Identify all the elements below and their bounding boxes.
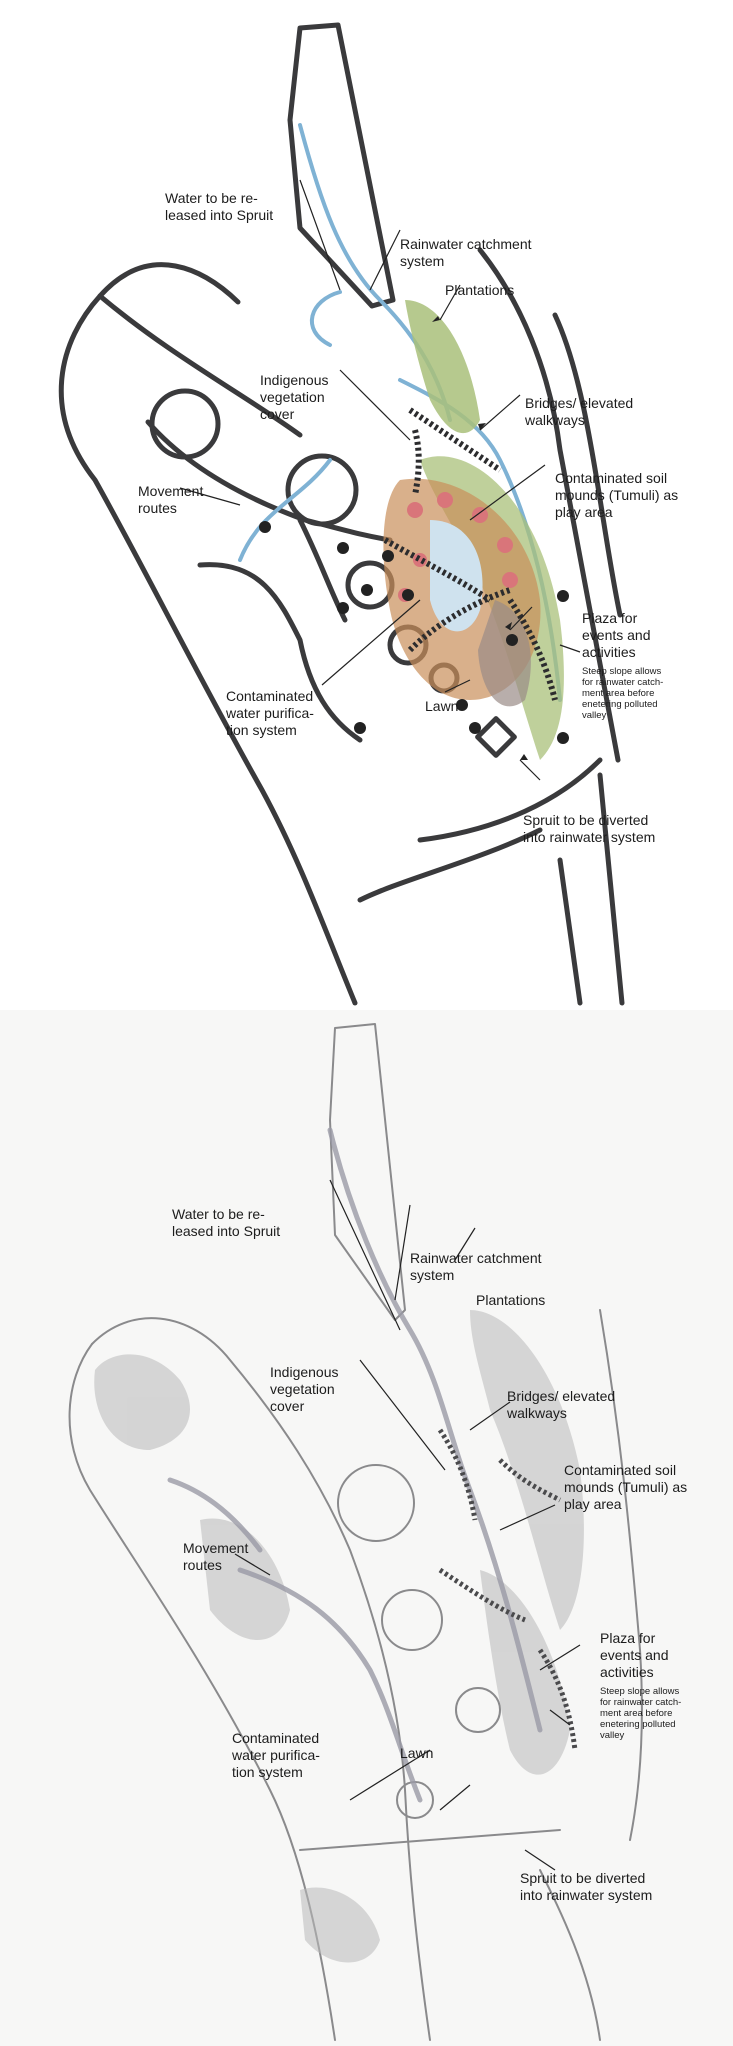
bridge-walkway [440, 1430, 475, 1520]
label-indigenous-vegetation: Indigenous vegetation cover [260, 372, 329, 423]
label-contaminated-soil: Contaminated soil mounds (Tumuli) as pla… [555, 470, 678, 521]
label-rainwater-catchment: Rainwater catchment system [410, 1250, 542, 1284]
colour-site-plan: Water to be re- leased into Spruit Rainw… [0, 0, 733, 1010]
label-spruit-diverted: Spruit to be diverted into rainwater sys… [520, 1870, 652, 1904]
label-steep-slope: Steep slope allows for rainwater catch- … [582, 666, 663, 721]
label-steep-slope: Steep slope allows for rainwater catch- … [600, 1686, 681, 1741]
label-lawn: Lawn [400, 1745, 433, 1762]
label-water-release: Water to be re- leased into Spruit [172, 1206, 280, 1240]
label-plaza: Plaza for events and activities [582, 610, 651, 661]
label-bridges: Bridges/ elevated walkways [525, 395, 633, 429]
label-bridges: Bridges/ elevated walkways [507, 1388, 615, 1422]
label-plantations: Plantations [476, 1292, 545, 1309]
label-movement-routes: Movement routes [138, 483, 203, 517]
label-lawn: Lawn [425, 698, 458, 715]
label-rainwater-catchment: Rainwater catchment system [400, 236, 532, 270]
label-movement-routes: Movement routes [183, 1540, 248, 1574]
label-plaza: Plaza for events and activities [600, 1630, 669, 1681]
label-water-purification: Contaminated water purifica- tion system [232, 1730, 320, 1781]
label-indigenous-vegetation: Indigenous vegetation cover [270, 1364, 339, 1415]
label-spruit-diverted: Spruit to be diverted into rainwater sys… [523, 812, 655, 846]
north-boundary-strip [290, 25, 393, 306]
label-water-purification: Contaminated water purifica- tion system [226, 688, 314, 739]
label-water-release: Water to be re- leased into Spruit [165, 190, 273, 224]
label-contaminated-soil: Contaminated soil mounds (Tumuli) as pla… [564, 1462, 687, 1513]
label-plantations: Plantations [445, 282, 514, 299]
pencil-site-plan: Water to be re- leased into Spruit Rainw… [0, 1010, 733, 2046]
